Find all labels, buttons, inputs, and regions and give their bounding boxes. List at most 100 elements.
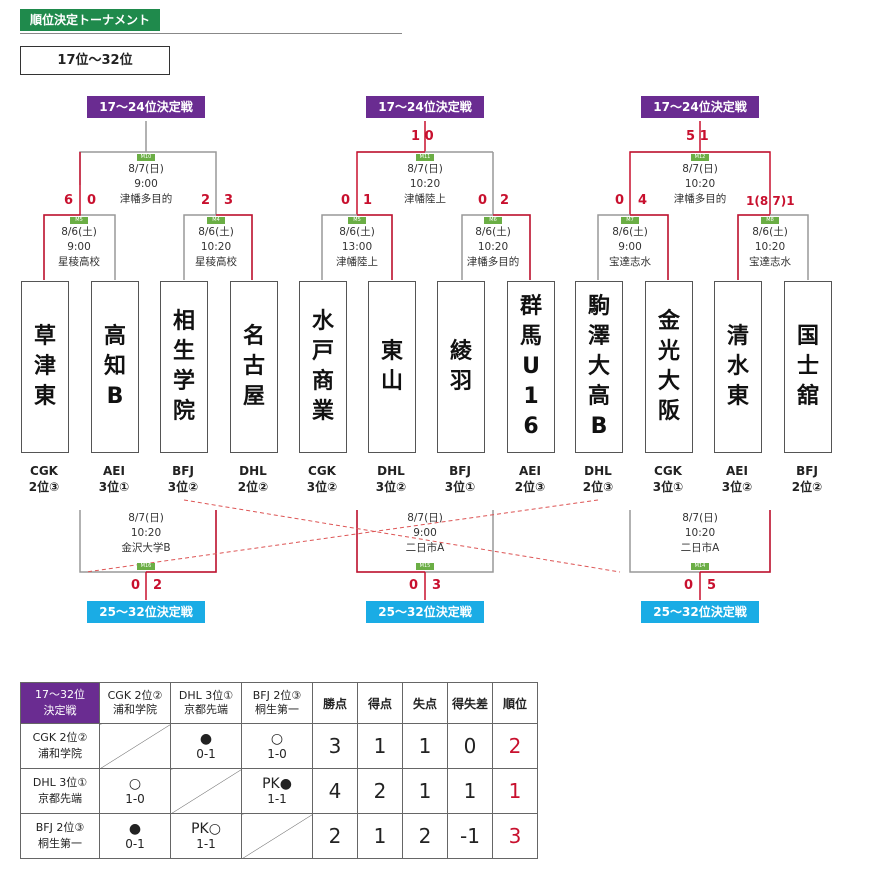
team-char: 士: [796, 354, 819, 379]
group-rank: 3位②: [306, 480, 338, 494]
match-venue: 二日市A: [405, 542, 445, 554]
score: 0: [409, 578, 419, 593]
score: 0: [341, 193, 351, 208]
match-venue: 津幡陸上: [404, 193, 446, 205]
group-rank: 3位②: [167, 480, 199, 494]
match-date: 8/7(日): [407, 163, 443, 175]
score: 2: [201, 193, 211, 208]
bottom-label-2: 25～32位決定戦: [366, 601, 484, 623]
match-date: 8/6(土): [339, 226, 375, 238]
diagonal-cell: [99, 723, 171, 769]
team-char: 綾: [449, 339, 472, 364]
score: 0: [87, 193, 97, 208]
match-venue: 二日市A: [680, 542, 720, 554]
team-char: 知: [103, 354, 126, 379]
match-date: 8/7(日): [407, 512, 443, 524]
stat-cell: 3: [312, 723, 358, 769]
group-rank: 3位①: [444, 480, 476, 494]
team-group-label: CGK 3位②: [292, 463, 352, 495]
score: 0: [478, 193, 488, 208]
match-tag: M5: [70, 217, 88, 224]
stat-header: 勝点: [312, 682, 358, 724]
rank-cell: 1: [492, 768, 538, 814]
group-rank: 3位①: [652, 480, 684, 494]
group-code: DHL: [377, 464, 405, 478]
result-score: 1-1: [267, 792, 287, 806]
group-rank: 2位②: [791, 480, 823, 494]
result-mark: PK●: [262, 776, 292, 792]
score: 1: [363, 193, 373, 208]
lower-info-3: 8/7(日) 10:20 二日市A: [645, 511, 755, 556]
col-code: DHL 3位①: [178, 689, 234, 702]
match-venue: 星稜高校: [195, 256, 237, 268]
match-info: 8/6(土) 10:20 宝達志水: [715, 225, 825, 270]
team-box: 国士舘: [784, 281, 832, 453]
lower-info-2: 8/7(日) 9:00 二日市A: [370, 511, 480, 556]
final-info-3: 8/7(日) 10:20 津幡多目的: [645, 162, 755, 207]
group-code: CGK: [308, 464, 336, 478]
team-char: 生: [172, 339, 195, 364]
team-char: 国: [796, 324, 819, 349]
result-score: 1-0: [125, 792, 145, 806]
team-char: 業: [311, 399, 334, 424]
lower-info-1: 8/7(日) 10:20 金沢大学B: [91, 511, 201, 556]
result-cell: ○1-0: [99, 768, 171, 814]
match-date: 8/7(日): [682, 512, 718, 524]
team-char: 羽: [449, 369, 472, 394]
score: 1(8 7)1: [746, 194, 795, 208]
team-char: 6: [523, 414, 539, 439]
team-char: 群: [519, 294, 542, 319]
team-char: 東: [726, 384, 749, 409]
score: 5: [707, 578, 717, 593]
team-char: 駒: [587, 294, 610, 319]
match-venue: 星稜高校: [58, 256, 100, 268]
result-mark: ●: [199, 731, 213, 747]
stat-header: 得失差: [447, 682, 493, 724]
stat-cell: 1: [447, 768, 493, 814]
bracket-lines: [43, 121, 809, 600]
top-label-2: 17～24位決定戦: [366, 96, 484, 118]
match-time: 9:00: [67, 241, 91, 253]
team-box: 清水東: [714, 281, 762, 453]
match-venue: 宝達志水: [609, 256, 651, 268]
col-team: 桐生第一: [255, 703, 299, 716]
score: 3: [224, 193, 234, 208]
team-box: 金光大阪: [645, 281, 693, 453]
match-time: 10:20: [130, 527, 162, 539]
score: 5 1: [686, 129, 709, 144]
result-mark: ●: [128, 821, 142, 837]
match-info: 8/6(土) 9:00 宝達志水: [575, 225, 685, 270]
match-tag: M4: [207, 217, 225, 224]
match-info: 8/6(土) 10:20 星稜高校: [161, 225, 271, 270]
range-label: 17位～32位: [20, 46, 170, 75]
col-code: BFJ 2位③: [252, 689, 302, 702]
match-time: 10:20: [477, 241, 509, 253]
team-char: 清: [726, 324, 749, 349]
group-rank: 3位①: [98, 480, 130, 494]
stat-cell: 2: [402, 813, 448, 859]
stat-header: 順位: [492, 682, 538, 724]
group-code: DHL: [239, 464, 267, 478]
group-code: AEI: [726, 464, 748, 478]
score: 0: [684, 578, 694, 593]
result-mark: ○: [128, 776, 142, 792]
match-time: 10:20: [409, 178, 441, 190]
team-char: 高: [587, 384, 610, 409]
stat-cell: 1: [402, 723, 448, 769]
score: 4: [638, 193, 648, 208]
result-cell: ○1-0: [241, 723, 313, 769]
team-char: 1: [523, 384, 539, 409]
match-time: 10:20: [684, 527, 716, 539]
match-tag: M16: [137, 563, 155, 570]
result-cell: ●0-1: [99, 813, 171, 859]
stat-cell: -1: [447, 813, 493, 859]
team-box: 相生学院: [160, 281, 208, 453]
team-char: 相: [172, 309, 195, 334]
match-tag: M7: [621, 217, 639, 224]
